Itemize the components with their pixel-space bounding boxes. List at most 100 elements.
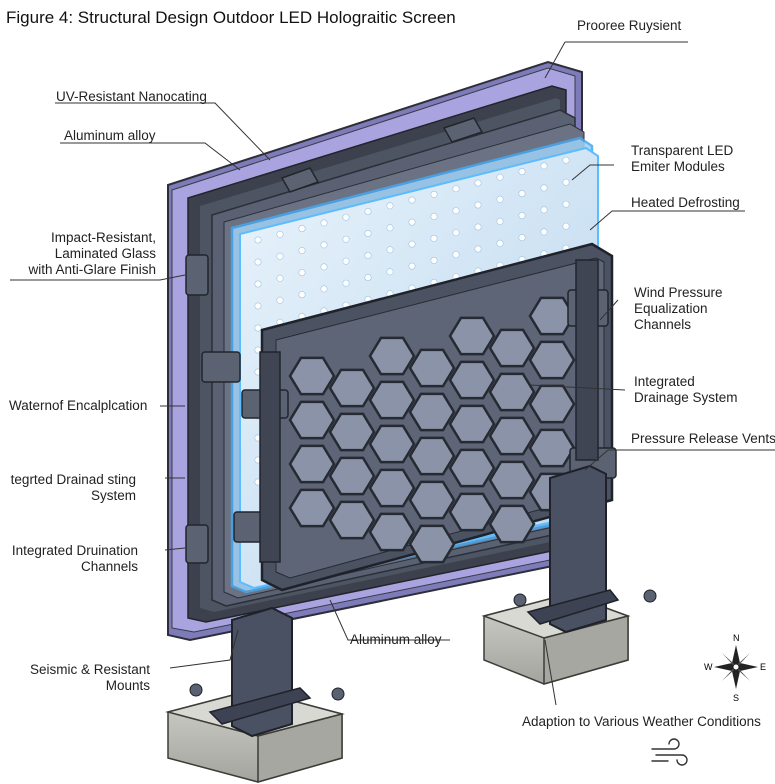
impact-line-2: Laminated Glass	[54, 246, 156, 261]
label-impact-glass: Impact-Resistant, Laminated Glass with A…	[4, 230, 156, 278]
label-wind-pressure: Wind Pressure Equalization Channels	[634, 285, 723, 333]
led-dot	[496, 173, 504, 181]
led-dot	[386, 224, 394, 232]
hex-cutout	[408, 348, 456, 388]
led-dot	[518, 212, 526, 220]
hex-cutout	[368, 512, 416, 552]
hex-cutout	[408, 524, 456, 564]
left-support	[165, 606, 345, 783]
label-waterproof: Waternof Encalplcation	[9, 398, 148, 413]
led-dot	[496, 217, 504, 225]
led-dot	[320, 263, 328, 271]
led-dot	[496, 239, 504, 247]
label-integrated-drainage: Integrated Drainage System	[634, 374, 738, 406]
led-dot	[518, 190, 526, 198]
label-seismic: Seismic & Resistant Mounts	[20, 662, 150, 694]
hex-cutout	[368, 424, 416, 464]
compass-e: E	[760, 662, 766, 672]
drainage-channels-line-2: Channels	[80, 559, 138, 574]
label-aluminum-bottom: Aluminum alloy	[350, 632, 442, 647]
led-dot	[408, 196, 416, 204]
led-dot	[540, 162, 548, 170]
led-dot	[342, 257, 350, 265]
led-dot	[364, 252, 372, 260]
label-top-right: Prooree Ruysient	[577, 18, 682, 33]
led-dot	[320, 241, 328, 249]
led-dot	[430, 212, 438, 220]
led-dot	[474, 201, 482, 209]
hex-cutout	[328, 456, 376, 496]
hex-cutout	[528, 340, 576, 380]
impact-line-3: with Anti-Glare Finish	[28, 262, 156, 277]
hex-cutout	[488, 328, 536, 368]
seismic-line-2: Mounts	[105, 678, 150, 693]
led-dot	[254, 236, 262, 244]
led-dot	[474, 245, 482, 253]
led-dot	[386, 268, 394, 276]
led-dot	[276, 296, 284, 304]
label-heated-defrosting: Heated Defrosting	[631, 195, 740, 210]
hex-cutout	[448, 316, 496, 356]
transparent-led-line-2: Emiter Modules	[631, 159, 725, 174]
led-dot	[562, 156, 570, 164]
leader-lines	[10, 41, 775, 706]
seismic-line-1: Seismic & Resistant	[29, 662, 150, 677]
led-dot	[540, 184, 548, 192]
integrated-drainage-line-1: Integrated	[634, 374, 695, 389]
led-dot	[276, 274, 284, 282]
led-dot	[408, 218, 416, 226]
label-adaption: Adaption to Various Weather Conditions	[522, 714, 761, 729]
led-dot	[562, 178, 570, 186]
transparent-led-line-1: Transparent LED	[631, 143, 734, 158]
hex-cutout	[448, 492, 496, 532]
led-dot	[452, 207, 460, 215]
led-dot	[540, 228, 548, 236]
led-dot	[276, 230, 284, 238]
led-dot	[364, 230, 372, 238]
led-dot	[254, 280, 262, 288]
hex-cutout	[408, 480, 456, 520]
led-dot	[408, 240, 416, 248]
led-dot	[540, 206, 548, 214]
hex-cutout	[368, 380, 416, 420]
led-dot	[452, 229, 460, 237]
hex-cutout	[408, 436, 456, 476]
led-dot	[518, 234, 526, 242]
led-dot	[342, 213, 350, 221]
drainage-left-line-1: tegrted Drainad sting	[10, 472, 136, 487]
led-dot	[254, 258, 262, 266]
compass-s: S	[733, 693, 739, 703]
led-dot	[562, 200, 570, 208]
drainage-left-line-2: System	[90, 488, 136, 503]
wind-line-2: Equalization	[634, 301, 708, 316]
led-dot	[342, 279, 350, 287]
hex-cutout	[488, 460, 536, 500]
impact-line-1: Impact-Resistant,	[50, 230, 156, 245]
right-support	[481, 464, 657, 685]
hex-cutout	[448, 448, 496, 488]
led-dot	[298, 247, 306, 255]
led-dot	[364, 208, 372, 216]
hex-front-frame	[260, 242, 614, 592]
mounting-brackets	[185, 117, 617, 564]
led-dot	[386, 246, 394, 254]
led-dot	[474, 223, 482, 231]
hex-cutout	[368, 336, 416, 376]
led-dot	[496, 195, 504, 203]
led-dot	[518, 168, 526, 176]
led-dot	[408, 262, 416, 270]
label-uv-coating: UV-Resistant Nanocating	[56, 89, 207, 104]
wind-line-1: Wind Pressure	[634, 285, 723, 300]
led-dot	[430, 256, 438, 264]
led-dot	[430, 190, 438, 198]
wind-icon	[651, 738, 688, 766]
hex-cutout	[408, 392, 456, 432]
hex-cutout	[488, 416, 536, 456]
hex-cutout	[448, 360, 496, 400]
led-dot	[320, 219, 328, 227]
led-dot	[452, 185, 460, 193]
led-dot	[298, 291, 306, 299]
label-transparent-led: Transparent LED Emiter Modules	[631, 143, 733, 175]
led-dot	[298, 269, 306, 277]
